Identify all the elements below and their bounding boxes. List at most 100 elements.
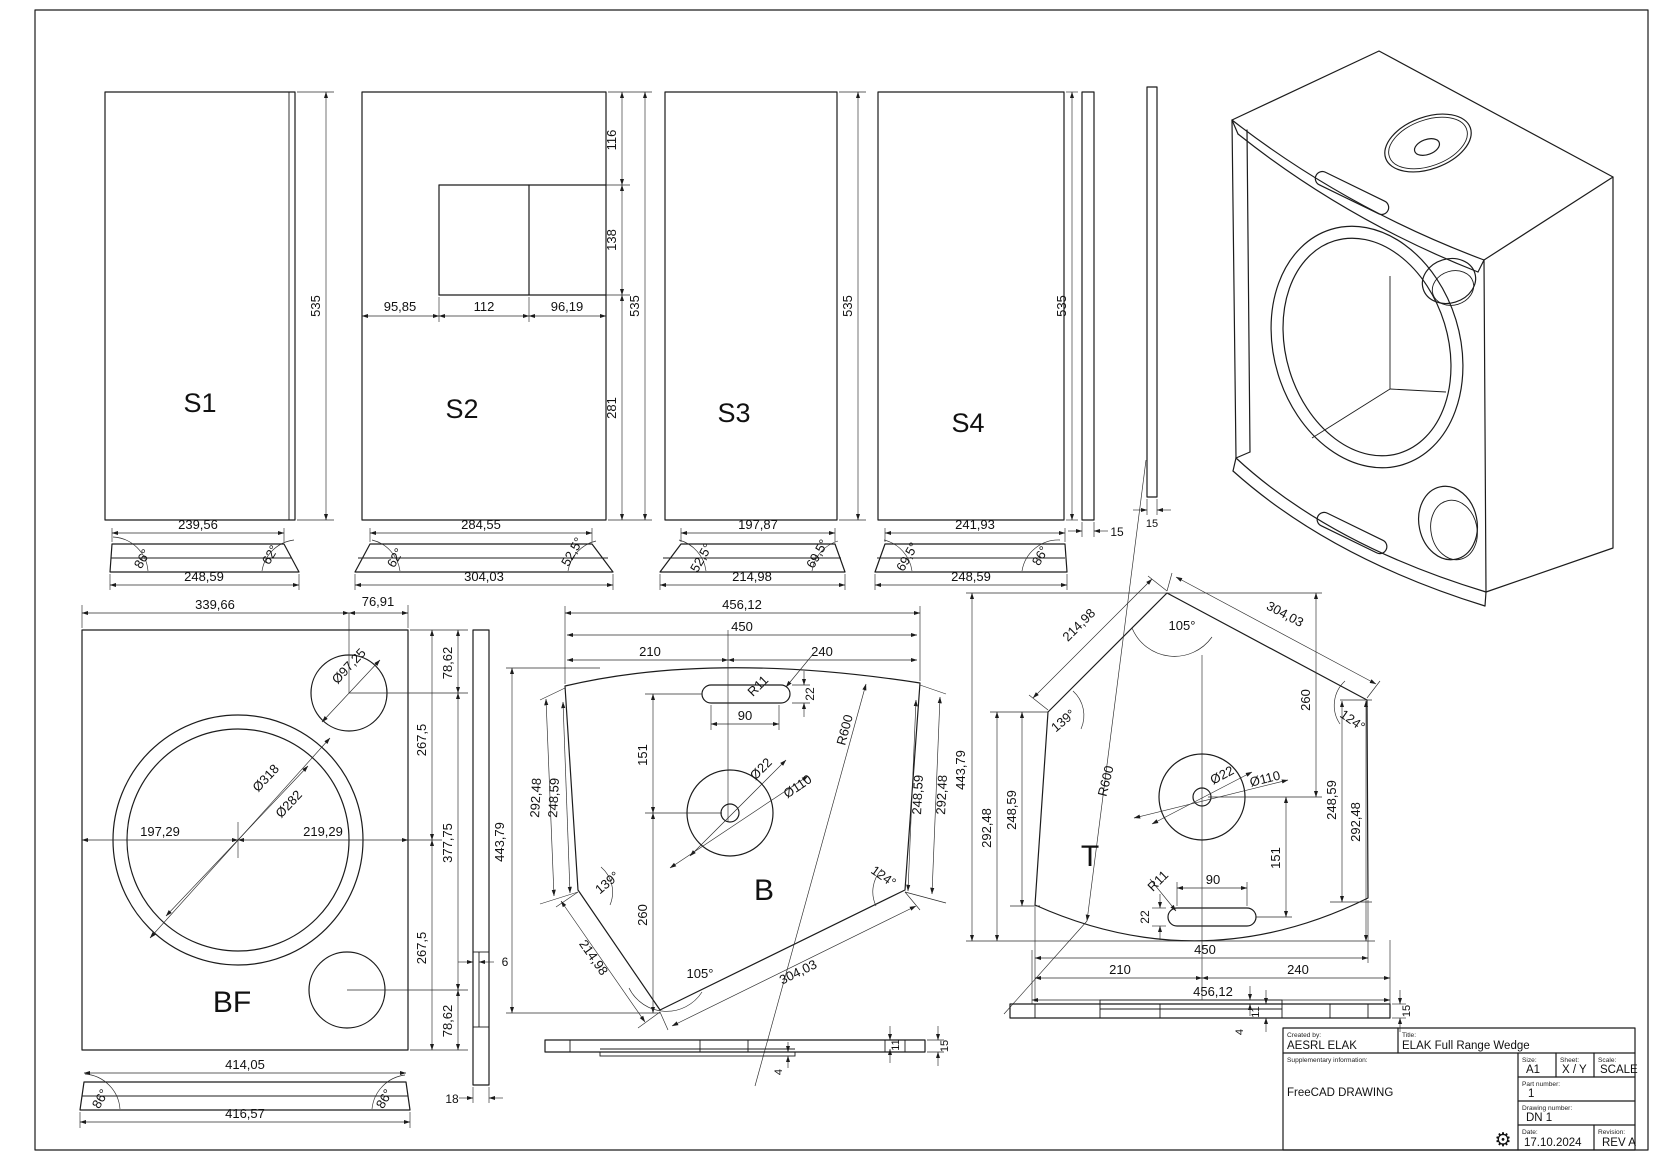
b-slot-h: 22: [803, 687, 817, 701]
scale-label: Scale:: [1598, 1057, 1616, 1064]
revision-label: Revision:: [1598, 1129, 1625, 1136]
s2-label: S2: [445, 394, 478, 424]
s3-bottom-width: 214,98: [732, 569, 772, 584]
s2-angle-left: 62°: [384, 545, 407, 570]
bf-bottom-w2: 416,57: [225, 1106, 265, 1121]
t-slot-off: 151: [1268, 847, 1283, 869]
iso-view: [1231, 50, 1614, 607]
t-w-left: 210: [1109, 962, 1131, 977]
sheet-frame: [34, 9, 1649, 1151]
bf-bottom-w1: 414,05: [225, 1057, 265, 1072]
b-arc-r: R600: [833, 713, 856, 747]
b-center-hole: [720, 803, 740, 823]
s2-col-mid: 112: [474, 299, 495, 314]
s2-col-left: 95,85: [384, 299, 417, 314]
t-outline: [1034, 592, 1369, 942]
drawing-number-value: DN 1: [1526, 1112, 1552, 1124]
t-angle-left: 139°: [1048, 706, 1078, 735]
size-value: A1: [1526, 1064, 1540, 1076]
size-label: Size:: [1522, 1057, 1537, 1064]
date-label: Date:: [1522, 1129, 1538, 1136]
bf-c-bottom: 267,5: [414, 932, 429, 965]
bf-top-w2: 76,91: [362, 594, 395, 609]
created-by-value: AESRL ELAK: [1287, 1040, 1357, 1052]
view-s1: 535 S1 239,56 86° 62° 248,59: [104, 91, 334, 590]
s3-label: S3: [717, 398, 750, 428]
s1-angle-left: 86°: [131, 546, 154, 571]
s2-seg-bottom: 281: [604, 397, 619, 419]
b-t-lip: 4: [773, 1069, 785, 1075]
t-t-lip: 4: [1234, 1029, 1246, 1035]
b-w-inner: 450: [731, 619, 753, 634]
b-slot-off: 151: [635, 744, 650, 766]
s4-label: S4: [951, 408, 984, 438]
b-w-left: 210: [639, 644, 661, 659]
b-slot-r: R11: [744, 672, 771, 699]
supplementary-value: FreeCAD DRAWING: [1287, 1087, 1393, 1099]
b-v-center: 260: [635, 904, 650, 926]
bf-cx-left: 197,29: [140, 824, 180, 839]
created-by-label: Created by:: [1287, 1032, 1321, 1039]
bf-dia-outer: Ø318: [249, 761, 282, 794]
t-t-recess: 11: [1250, 1006, 1262, 1017]
bf-dia-inner: Ø282: [272, 787, 305, 820]
b-t-panel: 15: [939, 1040, 951, 1052]
t-w-right: 240: [1287, 962, 1309, 977]
bf-angle-left: 86°: [89, 1086, 112, 1111]
t-handle-slot: [1167, 907, 1257, 927]
title-block: Created by: AESRL ELAK Title: ELAK Full …: [1282, 1027, 1638, 1151]
t-angle-top: 105°: [1169, 618, 1196, 633]
bf-label: BF: [213, 986, 251, 1019]
t-left-inner: 248,59: [1004, 790, 1019, 830]
t-ring-dia: Ø110: [1248, 768, 1282, 790]
t-t-panel: 15: [1401, 1005, 1413, 1017]
title-label: Title:: [1402, 1032, 1416, 1039]
bf-r-top: 78,62: [440, 647, 455, 680]
b-left-outer: 292,48: [527, 778, 544, 818]
t-left-outer: 292,48: [979, 808, 994, 848]
s2-top-width: 284,55: [461, 517, 501, 532]
s2-seg-top: 116: [604, 130, 619, 151]
t-edge-view: [1009, 1003, 1391, 1019]
bf-step: 6: [502, 955, 509, 969]
scale-value: SCALE: [1600, 1064, 1638, 1076]
b-outline: [564, 667, 921, 1011]
revision-value: REV A: [1602, 1137, 1636, 1149]
s2-col-right: 96,19: [551, 299, 584, 314]
b-w-right: 240: [811, 644, 833, 659]
b-edge-left: 214,98: [576, 937, 611, 978]
t-height: 443,79: [953, 750, 968, 790]
supplementary-label: Supplementary information:: [1287, 1057, 1368, 1064]
s3-top-width: 197,87: [738, 517, 778, 532]
bf-thickness: 18: [445, 1092, 459, 1106]
s1-height: 535: [308, 295, 323, 317]
b-right-inner: 248,59: [909, 775, 926, 815]
b-ring-dia: Ø110: [781, 771, 815, 801]
b-angle-left: 139°: [592, 868, 622, 897]
view-t: 214,98 304,03 105° 139° 124° 443,79 292,…: [953, 459, 1413, 1035]
part-number-value: 1: [1528, 1088, 1534, 1100]
b-angle-right: 124°: [868, 862, 899, 890]
b-height: 443,79: [492, 822, 507, 862]
view-s2: 95,85 112 96,19 116 138 281 535 S2 284,5…: [354, 91, 652, 590]
s4-angle-right: 86°: [1029, 543, 1052, 568]
view-b: 456,12 450 210 240 90 22 R11 151 260 443…: [492, 597, 951, 1087]
view-bf: 339,66 76,91 Ø318 Ø282 Ø97,25 197,29 219…: [79, 594, 509, 1128]
s3-angle-right: 69,5°: [803, 537, 831, 571]
iso-top-recess: [1384, 113, 1472, 173]
t-label: T: [1081, 840, 1099, 873]
bf-angle-right: 86°: [373, 1086, 396, 1111]
s2-seg-mid: 138: [604, 229, 619, 251]
b-w-total: 456,12: [722, 597, 762, 612]
bf-edge-strip: [472, 629, 490, 1086]
iso-bottom-slot: [1316, 511, 1388, 555]
s4-bottom-width: 248,59: [951, 569, 991, 584]
iso-woofer-opening: [1270, 225, 1464, 469]
b-edge-right: 304,03: [777, 956, 819, 987]
b-edge-view: [544, 1039, 926, 1053]
b-t-recess: 11: [890, 1039, 902, 1050]
s2-angle-right: 52,5°: [558, 535, 586, 569]
view-s4: 535 S4 15 241,93 69,5° 86° 248,59: [874, 91, 1124, 590]
view-s3: 535 S3 197,87 52,5° 69,5° 214,98: [659, 91, 866, 590]
s1-top-width: 239,56: [178, 517, 218, 532]
